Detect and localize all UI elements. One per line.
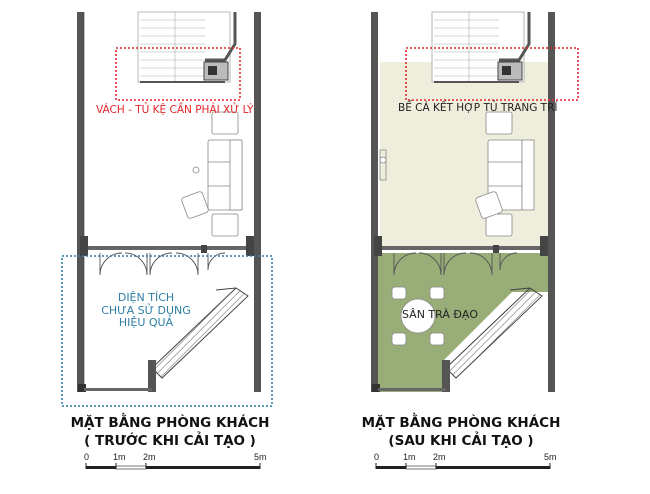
title-after: MẶT BẰNG PHÒNG KHÁCH (SAU KHI CẢI TẠO ) — [356, 414, 566, 450]
title-after-line-1: MẶT BẰNG PHÒNG KHÁCH — [361, 415, 561, 431]
scale-before-5m: 5m — [254, 452, 267, 462]
highlight-box-blue — [61, 255, 273, 407]
label-unused-line-3: HIỆU QUẢ — [118, 316, 174, 330]
garden-floor — [377, 253, 548, 392]
diagonal-wall — [445, 287, 543, 379]
plan-before — [61, 11, 273, 407]
scale-before-0: 0 — [84, 452, 90, 462]
label-tea-courtyard: SÂN TRÀ ĐẠO — [402, 308, 479, 321]
title-before-line-1: MẶT BẰNG PHÒNG KHÁCH — [70, 415, 270, 431]
title-before-line-2: ( TRƯỚC KHI CẢI TẠO ) — [84, 433, 256, 450]
left-wall — [371, 12, 378, 392]
sofa-set — [379, 111, 535, 237]
title-after-line-2: (SAU KHI CẢI TẠO ) — [388, 433, 534, 450]
scale-after-2m: 2m — [433, 452, 446, 462]
scale-after-5m: 5m — [544, 452, 557, 462]
label-wall-cabinet: VÁCH - TỦ KỆ CẦN PHẢI XỬ LÝ — [96, 104, 254, 116]
partition-wall — [84, 246, 254, 250]
scale-before-1m: 1m — [113, 452, 126, 462]
title-before: MẶT BẰNG PHÒNG KHÁCH ( TRƯỚC KHI CẢI TẠO… — [70, 414, 270, 450]
plan-after — [371, 11, 579, 392]
staircase — [137, 11, 237, 83]
partition-wall — [378, 246, 548, 250]
scale-before-2m: 2m — [143, 452, 156, 462]
diagonal-wall — [151, 287, 249, 379]
right-wall — [254, 12, 261, 392]
highlight-box-red — [405, 47, 579, 101]
scale-after-0: 0 — [374, 452, 380, 462]
tea-table — [391, 286, 445, 346]
label-aquarium-cabinet: BỂ CÁ KẾT HỢP TỦ TRANG TRÍ — [398, 102, 558, 114]
label-unused-line-2: CHƯA SỬ DỤNG — [101, 303, 191, 317]
left-wall — [77, 12, 84, 392]
folding-doors — [393, 252, 518, 276]
scale-bar-after — [375, 463, 551, 470]
label-unused-area: DIỆN TÍCH CHƯA SỬ DỤNG HIỆU QUẢ — [96, 291, 196, 330]
scale-after-1m: 1m — [403, 452, 416, 462]
right-wall — [548, 12, 555, 392]
sofa-set — [181, 111, 243, 237]
folding-doors — [99, 252, 226, 276]
staircase — [431, 11, 531, 83]
scale-bar-before — [85, 463, 261, 470]
label-unused-line-1: DIỆN TÍCH — [117, 291, 175, 304]
highlight-box-red — [115, 47, 241, 101]
